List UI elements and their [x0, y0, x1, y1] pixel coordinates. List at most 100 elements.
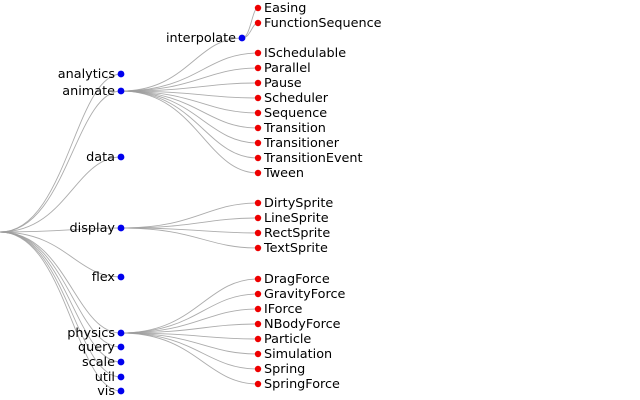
tree-node-springforce[interactable]: SpringForce	[254, 377, 340, 392]
tree-edge	[120, 293, 259, 334]
tree-node-funcseq[interactable]: FunctionSequence	[254, 16, 382, 31]
tree-edge	[0, 73, 122, 233]
tree-edge	[120, 52, 259, 92]
internal-node-dot[interactable]	[117, 329, 125, 337]
tree-node-rectsprite[interactable]: RectSprite	[254, 226, 331, 241]
node-label: data	[86, 150, 115, 165]
internal-node-dot[interactable]	[117, 224, 125, 232]
tree-edge	[120, 202, 259, 229]
leaf-node-dot[interactable]	[254, 79, 262, 87]
tree-node-query[interactable]: query	[78, 340, 125, 355]
tree-node-transevent[interactable]: TransitionEvent	[254, 151, 363, 166]
internal-node-dot[interactable]	[117, 358, 125, 366]
leaf-node-dot[interactable]	[254, 154, 262, 162]
tree-edge	[120, 323, 259, 334]
tree-node-simulation[interactable]: Simulation	[254, 347, 332, 362]
leaf-node-dot[interactable]	[254, 305, 262, 313]
tree-node-transition[interactable]: Transition	[254, 121, 326, 136]
leaf-node-dot[interactable]	[254, 335, 262, 343]
internal-node-dot[interactable]	[117, 87, 125, 95]
leaf-node-dot[interactable]	[254, 124, 262, 132]
node-label: SpringForce	[264, 377, 340, 392]
leaf-node-dot[interactable]	[254, 169, 262, 177]
leaf-node-dot[interactable]	[254, 275, 262, 283]
tree-node-tween[interactable]: Tween	[254, 166, 304, 181]
leaf-node-dot[interactable]	[254, 64, 262, 72]
node-label: TextSprite	[263, 241, 328, 256]
leaf-node-dot[interactable]	[254, 290, 262, 298]
node-label: DirtySprite	[264, 196, 333, 211]
tree-node-ischedulable[interactable]: ISchedulable	[254, 46, 346, 61]
internal-node-dot[interactable]	[117, 273, 125, 281]
node-label: analytics	[58, 67, 116, 82]
tree-node-easing[interactable]: Easing	[254, 1, 307, 16]
tree-edge	[120, 90, 259, 114]
tree-node-dragforce[interactable]: DragForce	[254, 272, 330, 287]
tree-node-pause[interactable]: Pause	[254, 76, 302, 91]
leaf-node-dot[interactable]	[254, 365, 262, 373]
tree-node-flex[interactable]: flex	[92, 270, 125, 285]
leaf-node-dot[interactable]	[254, 94, 262, 102]
node-label: NBodyForce	[264, 317, 341, 332]
internal-node-dot[interactable]	[117, 373, 125, 381]
tree-node-physics[interactable]: physics	[67, 326, 125, 341]
tree-edge	[0, 231, 122, 363]
tree-node-parallel[interactable]: Parallel	[254, 61, 311, 76]
leaf-node-dot[interactable]	[254, 109, 262, 117]
internal-node-dot[interactable]	[117, 343, 125, 351]
leaf-node-dot[interactable]	[254, 214, 262, 222]
node-label: Transitioner	[263, 136, 340, 151]
node-label: query	[78, 340, 115, 355]
tree-node-scale[interactable]: scale	[82, 355, 125, 370]
tree-edge	[0, 156, 122, 233]
tree-edge	[120, 278, 259, 334]
leaf-node-dot[interactable]	[254, 244, 262, 252]
tree-node-dirtysprite[interactable]: DirtySprite	[254, 196, 334, 211]
tree-node-interpolate[interactable]: interpolate	[166, 31, 246, 46]
tree-node-spring[interactable]: Spring	[254, 362, 305, 377]
leaf-node-dot[interactable]	[254, 49, 262, 57]
internal-node-dot[interactable]	[117, 387, 125, 395]
leaf-node-dot[interactable]	[254, 199, 262, 207]
internal-node-dot[interactable]	[117, 153, 125, 161]
leaf-node-dot[interactable]	[254, 320, 262, 328]
nodes-layer: analytics animate interpolate EasingFunctio…	[58, 1, 382, 399]
node-label: GravityForce	[264, 287, 345, 302]
tree-node-textsprite[interactable]: TextSprite	[254, 241, 328, 256]
leaf-node-dot[interactable]	[254, 380, 262, 388]
internal-node-dot[interactable]	[117, 70, 125, 78]
edges-layer	[0, 7, 259, 392]
tree-node-sequence[interactable]: Sequence	[254, 106, 327, 121]
leaf-node-dot[interactable]	[254, 139, 262, 147]
leaf-node-dot[interactable]	[254, 4, 262, 12]
node-label: animate	[62, 84, 115, 99]
tree-node-transitioner[interactable]: Transitioner	[254, 136, 340, 151]
tree-node-display[interactable]: display	[70, 221, 125, 236]
tree-edge	[0, 90, 122, 233]
tree-node-scheduler[interactable]: Scheduler	[254, 91, 329, 106]
node-label: display	[70, 221, 116, 236]
tree-node-util[interactable]: util	[95, 370, 125, 385]
node-label: TransitionEvent	[263, 151, 363, 166]
tree-node-particle[interactable]: Particle	[254, 332, 312, 347]
tree-node-animate[interactable]: animate	[62, 84, 125, 99]
leaf-node-dot[interactable]	[254, 350, 262, 358]
node-label: Pause	[264, 76, 302, 91]
tree-edge	[120, 82, 259, 92]
tree-node-vis[interactable]: vis	[97, 384, 125, 399]
tree-edge	[120, 67, 259, 92]
tree-node-analytics[interactable]: analytics	[58, 67, 125, 82]
leaf-node-dot[interactable]	[254, 229, 262, 237]
tree-node-gravityforce[interactable]: GravityForce	[254, 287, 346, 302]
tree-node-iforce[interactable]: IForce	[254, 302, 303, 317]
tree-node-nbodyforce[interactable]: NBodyForce	[254, 317, 341, 332]
node-label: vis	[97, 384, 115, 399]
node-label: IForce	[264, 302, 303, 317]
tree-node-data[interactable]: data	[86, 150, 125, 165]
leaf-node-dot[interactable]	[254, 19, 262, 27]
node-label: physics	[67, 326, 115, 341]
tree-node-linesprite[interactable]: LineSprite	[254, 211, 329, 226]
internal-node-dot[interactable]	[238, 34, 246, 42]
node-label: flex	[92, 270, 116, 285]
